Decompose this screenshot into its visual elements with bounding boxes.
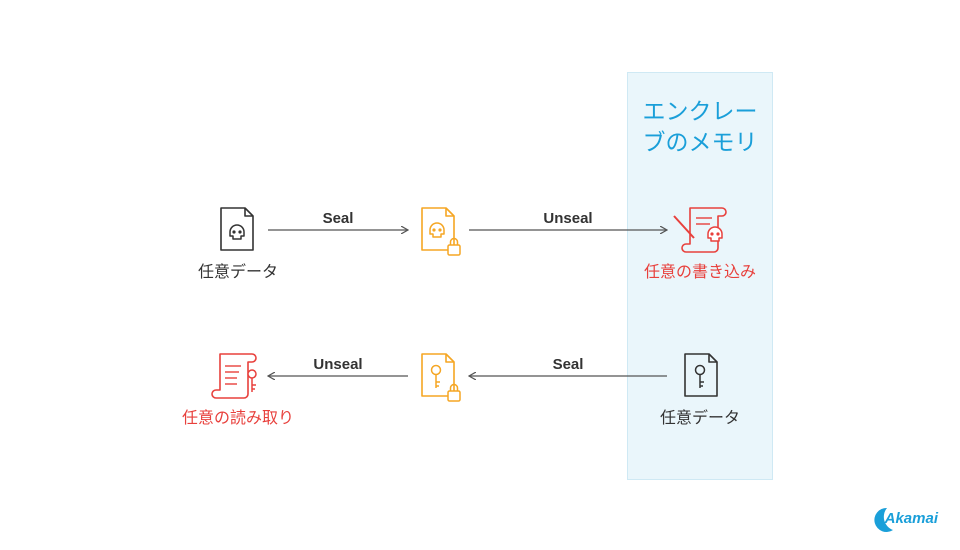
top-source-label: 任意データ [197, 262, 279, 281]
enclave-title: エンクレーブのメモリ [642, 99, 758, 156]
skull-document-icon [220, 207, 254, 251]
bottom-unseal-label: Unseal [313, 356, 363, 373]
top-unseal-label: Unseal [543, 210, 593, 227]
akamai-swoosh-icon [874, 507, 893, 532]
akamai-logo: Akamai [873, 506, 938, 532]
locked-key-document-icon [421, 353, 461, 402]
bottom-target-label: 任意の読み取り [181, 408, 295, 427]
top-target-label: 任意の書き込み [643, 262, 757, 281]
locked-skull-document-icon [421, 207, 461, 256]
skull-scroll-write-icon [673, 207, 727, 253]
enclave-memory-region: エンクレーブのメモリ [627, 72, 773, 480]
top-seal-label: Seal [322, 210, 354, 227]
logo-text: Akamai [884, 509, 938, 527]
bottom-seal-label: Seal [552, 356, 584, 373]
key-document-icon [684, 353, 718, 397]
bottom-source-label: 任意データ [659, 408, 741, 427]
key-scroll-read-icon [211, 353, 257, 399]
